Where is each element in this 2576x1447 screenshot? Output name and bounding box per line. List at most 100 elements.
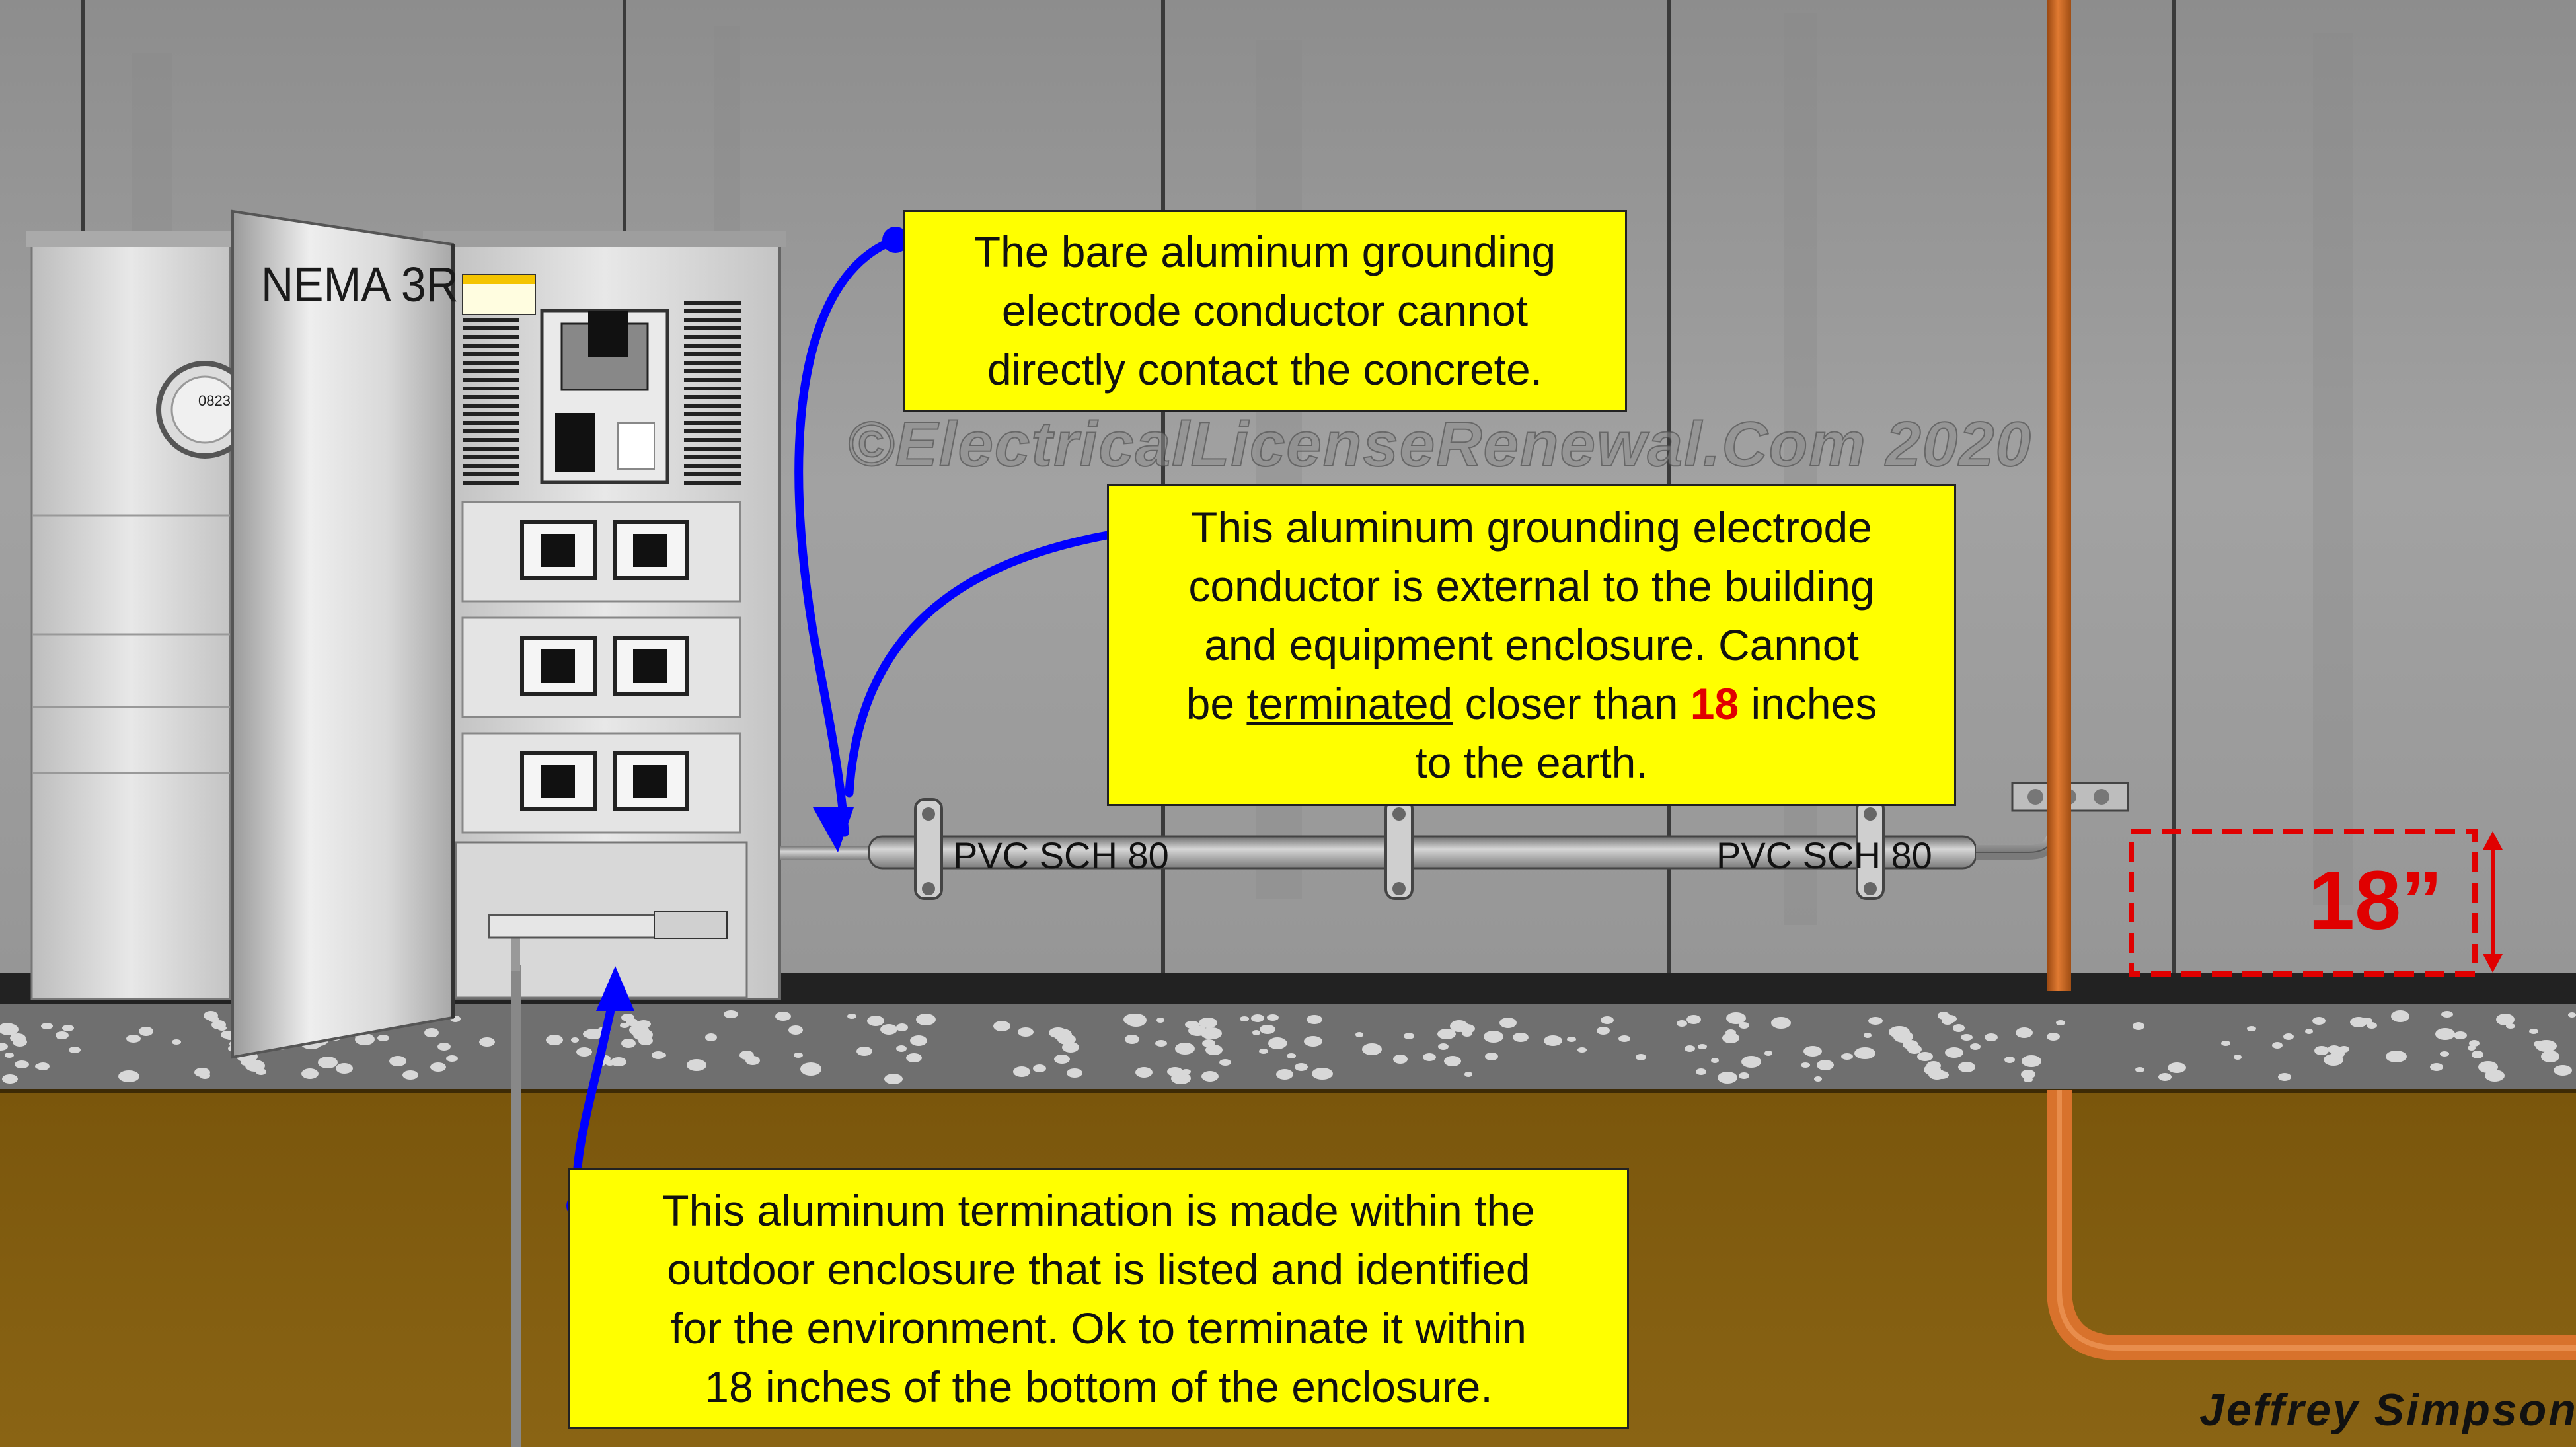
gravel-stone	[2367, 1022, 2377, 1029]
gravel-stone	[1062, 1042, 1079, 1053]
gravel-stone	[1854, 1047, 1875, 1059]
gravel-stone	[1125, 1035, 1139, 1044]
gravel-stone	[217, 1025, 227, 1031]
strap-screw	[922, 882, 935, 895]
vent-slot	[463, 464, 519, 468]
gravel-stone	[1312, 1068, 1333, 1080]
gravel-stone	[775, 1012, 791, 1021]
gravel-stone	[0, 1043, 8, 1051]
gravel-stone	[1054, 1055, 1070, 1064]
gravel-stone	[1685, 1045, 1695, 1052]
gravel-stone	[1171, 1072, 1191, 1084]
gravel-stone	[377, 1035, 389, 1041]
gravel-stone	[479, 1037, 495, 1047]
gravel-stone	[1893, 1031, 1913, 1043]
gravel-stone	[200, 1072, 210, 1079]
gravel-stone	[2133, 1022, 2144, 1030]
gravel-stone	[1155, 1040, 1167, 1047]
gravel-stone	[1499, 1018, 1517, 1028]
gravel-stone	[1464, 1072, 1472, 1077]
gravel-stone	[1741, 1056, 1761, 1068]
gravel-stone	[583, 1030, 596, 1038]
gravel-stone	[424, 1028, 439, 1037]
gravel-stone	[1267, 1014, 1279, 1021]
gravel-stone	[636, 1020, 651, 1028]
gravel-stone	[2546, 1055, 2557, 1061]
vent-slot	[463, 429, 519, 433]
gravel-stone	[2489, 1070, 2499, 1076]
gravel-stone	[884, 1074, 903, 1084]
gravel-stone	[916, 1014, 936, 1025]
gravel-stone	[620, 1023, 629, 1028]
gravel-stone	[1953, 1024, 1965, 1032]
gravel-stone	[1601, 1016, 1614, 1024]
gravel-stone	[172, 1039, 181, 1045]
strap-screw	[1392, 882, 1406, 895]
panel-enclosure	[423, 231, 786, 1000]
gravel-stone	[15, 1060, 29, 1068]
vent-slot	[684, 395, 741, 399]
dimension-18-inch	[2129, 829, 2503, 977]
callout-middle: This aluminum grounding electrode conduc…	[1107, 484, 1956, 806]
gravel-stone	[2441, 1011, 2453, 1018]
gravel-stone	[910, 1035, 927, 1046]
branch-breaker	[520, 636, 597, 696]
vent-slot	[463, 361, 519, 365]
vent-slot	[684, 301, 741, 305]
vent-slot	[684, 335, 741, 339]
gravel-stone	[1135, 1067, 1153, 1078]
gravel-stone	[430, 1062, 446, 1072]
gravel-stone	[1438, 1043, 1449, 1050]
gravel-stone	[1711, 1058, 1719, 1063]
gravel-stone	[1567, 1037, 1576, 1042]
gravel-stone	[1958, 1062, 1975, 1072]
gravel-stone	[301, 1068, 319, 1079]
vent-slot	[463, 352, 519, 356]
strap-screw	[922, 807, 935, 821]
gravel-stone	[437, 1043, 451, 1051]
vent-slot	[684, 455, 741, 459]
gravel-stone	[896, 1045, 907, 1052]
gravel-stone	[546, 1035, 563, 1045]
gravel-stone	[1544, 1035, 1562, 1046]
gravel-stone	[2221, 1041, 2230, 1046]
gravel-stone	[2016, 1027, 2033, 1038]
gravel-stone	[1175, 1043, 1195, 1055]
gravel-stone	[1985, 1033, 1998, 1041]
gravel-stone	[41, 1023, 53, 1029]
gravel-stone	[1404, 1033, 1414, 1039]
gravel-stone	[739, 1051, 754, 1060]
breaker-handle	[633, 534, 667, 567]
gravel-stone	[788, 1025, 803, 1035]
breaker-handle	[541, 534, 575, 567]
gravel-stone	[2440, 1051, 2449, 1057]
gravel-stone	[1864, 1033, 1872, 1038]
gravel-stone	[800, 1062, 821, 1076]
gravel-stone	[2004, 1057, 2015, 1063]
vent-slot	[463, 326, 519, 330]
breaker-handle	[633, 765, 667, 798]
gravel-stone	[56, 1031, 69, 1039]
vent-slot	[684, 481, 741, 485]
gravel-stone	[1577, 1047, 1587, 1053]
gravel-stone	[1722, 1033, 1739, 1043]
gravel-stone	[1287, 1053, 1296, 1058]
strap-screw	[1864, 882, 1877, 895]
vent-slot	[463, 344, 519, 348]
vent-slot	[684, 421, 741, 425]
breaker-panel-row	[461, 616, 741, 718]
breaker-handle	[633, 649, 667, 683]
vent-slot	[684, 387, 741, 390]
gravel-stone	[1033, 1064, 1046, 1072]
gravel-stone	[1057, 1034, 1076, 1045]
vent-slot	[463, 438, 519, 442]
callout-top-line: The bare aluminum grounding	[973, 227, 1556, 276]
gravel-stone	[402, 1070, 418, 1080]
meter-enclosure	[26, 231, 254, 1000]
vent-slot	[463, 404, 519, 408]
meter-reading: 0823	[198, 392, 231, 409]
callout-bottom: This aluminum termination is made within…	[568, 1168, 1629, 1429]
gravel-stone	[2234, 1055, 2242, 1060]
gravel-stone	[118, 1070, 139, 1082]
gravel-stone	[724, 1010, 738, 1018]
